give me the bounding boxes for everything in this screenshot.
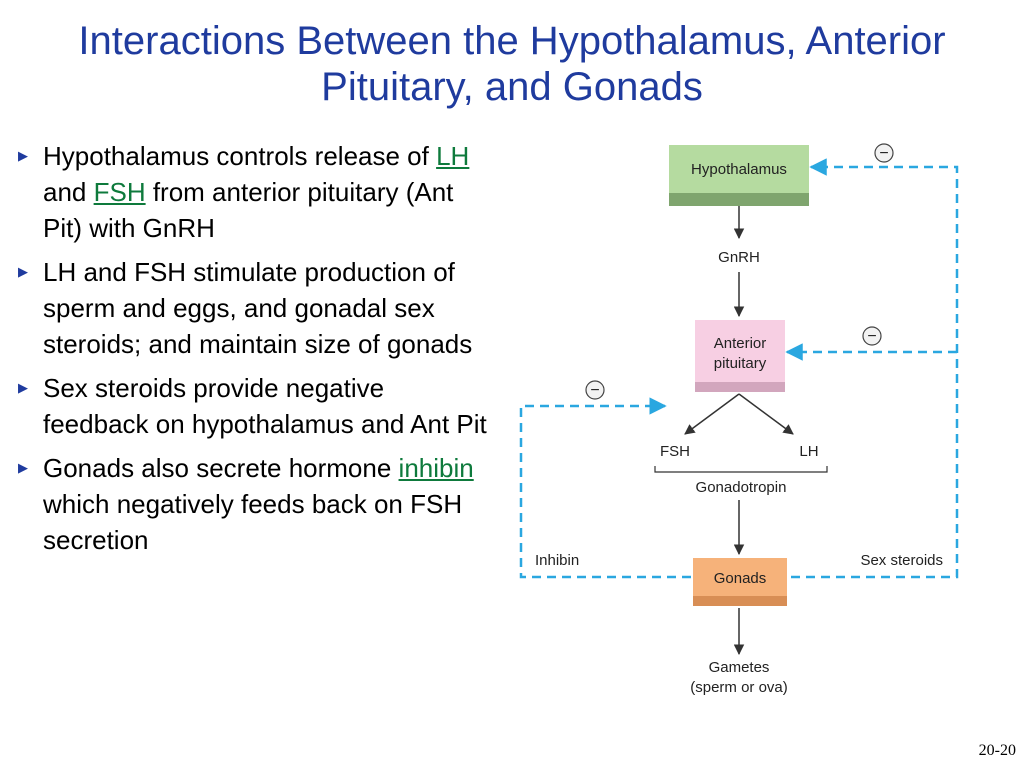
bullet-text: Hypothalamus controls release of <box>43 141 437 171</box>
triangle-bullet-icon: ▶ <box>18 148 28 163</box>
minus-icon: − <box>862 326 882 346</box>
triangle-bullet-icon: ▶ <box>18 264 28 279</box>
arrow-pituitary-lh <box>738 393 794 435</box>
fsh-label: FSH <box>660 443 690 460</box>
bullet-item: ▶ Sex steroids provide negative feedback… <box>18 370 488 442</box>
triangle-bullet-icon: ▶ <box>18 380 28 395</box>
gonadotropin-label: Gonadotropin <box>696 479 787 496</box>
slide-number: 20-20 <box>978 742 1016 759</box>
inhibin-link[interactable]: inhibin <box>398 453 474 483</box>
pituitary-label: pituitary <box>714 355 767 372</box>
bullet-text: LH and FSH stimulate production of sperm… <box>43 257 473 359</box>
slide-title-line1: Interactions Between the Hypothalamus, A… <box>78 19 946 63</box>
gonads-box-shadow <box>693 596 787 606</box>
pituitary-box-face <box>695 320 785 382</box>
gnrh-label: GnRH <box>718 249 760 266</box>
bullet-item: ▶ Gonads also secrete hormone inhibin wh… <box>18 450 488 558</box>
pituitary-box-shadow <box>695 382 785 392</box>
bullet-text: Gonads also secrete hormone <box>43 453 399 483</box>
slide-title: Interactions Between the Hypothalamus, A… <box>0 18 1024 110</box>
minus-sign: − <box>867 328 876 345</box>
minus-circle <box>585 380 605 400</box>
gametes-label: Gametes <box>709 659 770 676</box>
anterior-label: Anterior <box>714 335 767 352</box>
gonads-box: Gonads <box>693 558 787 606</box>
sex-steroids-feedback-hypothalamus <box>791 158 959 579</box>
inhibin-feedback-pituitary <box>519 397 691 579</box>
arrow-pituitary-fsh <box>684 393 740 435</box>
lh-link[interactable]: LH <box>436 141 470 171</box>
hormone-feedback-diagram: Hypothalamus GnRH Anterior pituitary FSH… <box>519 143 959 696</box>
minus-circle <box>874 143 894 163</box>
triangle-bullet-icon: ▶ <box>18 460 28 475</box>
gonads-box-face <box>693 558 787 596</box>
hypothalamus-label: Hypothalamus <box>691 161 787 178</box>
bullet-text: which negatively feeds back on FSH secre… <box>43 489 463 555</box>
sex-steroids-label: Sex steroids <box>860 552 943 569</box>
fsh-link[interactable]: FSH <box>93 177 146 207</box>
minus-sign: − <box>879 145 888 162</box>
bullet-text: and <box>43 177 94 207</box>
gonadotropin-bracket <box>654 466 828 473</box>
hypothalamus-box-shadow <box>669 192 809 206</box>
gametes-detail-label: (sperm or ova) <box>690 679 788 696</box>
minus-icon: − <box>874 143 894 163</box>
hypothalamus-box: Hypothalamus <box>669 145 809 206</box>
slide-title-line2: Pituitary, and Gonads <box>321 65 703 109</box>
inhibin-label: Inhibin <box>535 552 579 569</box>
minus-circle <box>862 326 882 346</box>
bullet-item: ▶ Hypothalamus controls release of LH an… <box>18 138 488 246</box>
bullet-list: ▶ Hypothalamus controls release of LH an… <box>18 138 488 566</box>
gonads-label: Gonads <box>714 570 767 587</box>
bullet-text: Sex steroids provide negative feedback o… <box>43 373 487 439</box>
minus-sign: − <box>590 382 599 399</box>
minus-icon: − <box>585 380 605 400</box>
bullet-item: ▶ LH and FSH stimulate production of spe… <box>18 254 488 362</box>
lh-label: LH <box>799 443 818 460</box>
bullet-text: from anterior pituitary (Ant Pit) with G… <box>43 177 454 243</box>
hypothalamus-box-face <box>669 145 809 193</box>
anterior-pituitary-box: Anterior pituitary <box>695 320 785 392</box>
